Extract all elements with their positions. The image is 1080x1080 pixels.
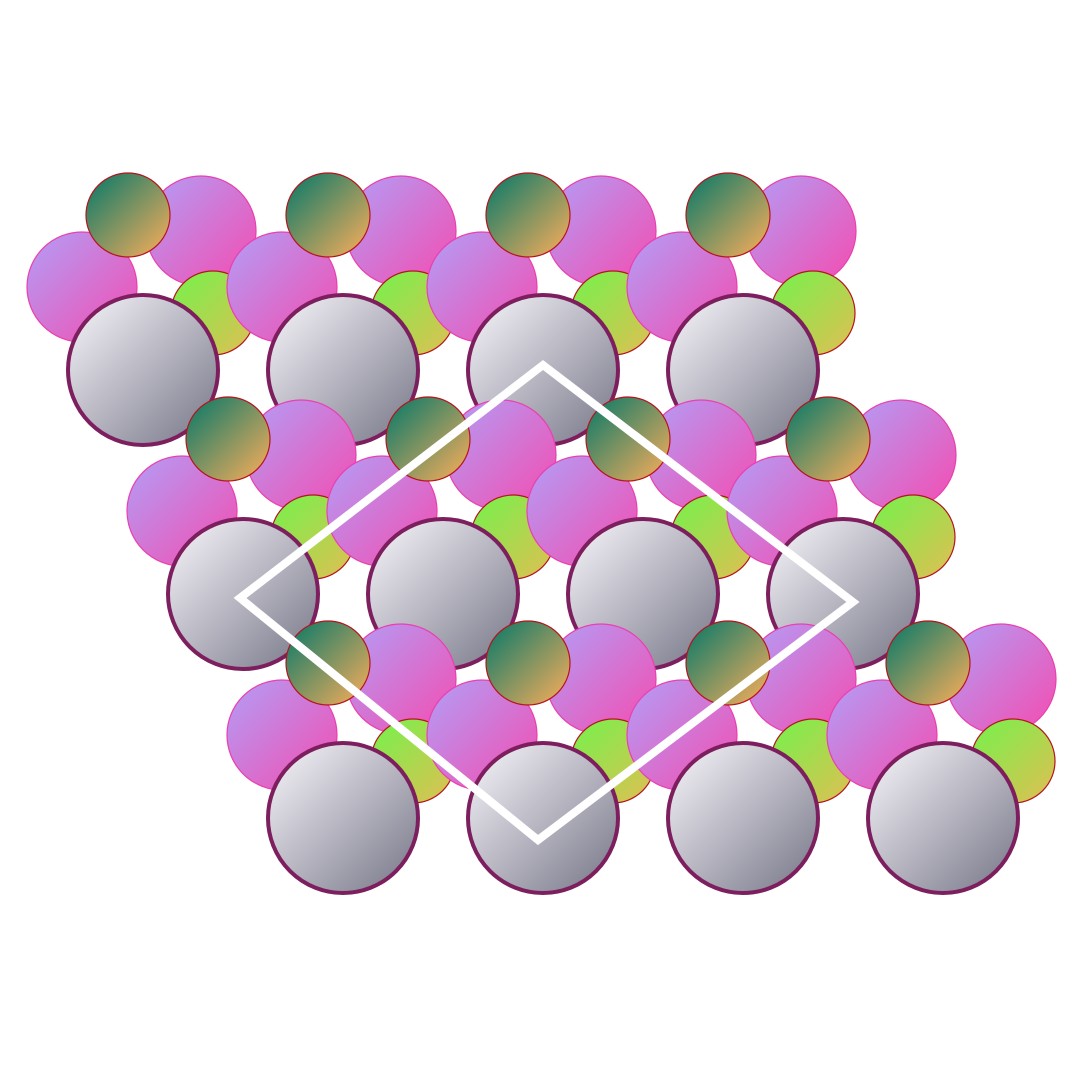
large-gray-atom <box>666 741 820 895</box>
teal-atom <box>185 396 271 482</box>
large-gray-atom <box>466 741 620 895</box>
teal-atom <box>485 172 571 258</box>
lattice-site <box>26 172 257 447</box>
teal-atom <box>385 396 471 482</box>
large-gray-atom <box>66 293 220 447</box>
lattice-site <box>626 620 857 895</box>
teal-atom <box>785 396 871 482</box>
large-gray-atom <box>266 741 420 895</box>
atom-layer <box>26 172 1057 895</box>
teal-atom <box>85 172 171 258</box>
teal-atom <box>485 620 571 706</box>
lattice-site <box>826 620 1057 895</box>
teal-atom <box>285 172 371 258</box>
large-gray-atom <box>866 741 1020 895</box>
teal-atom <box>885 620 971 706</box>
unit-cell-outline <box>233 359 860 846</box>
teal-atom <box>685 172 771 258</box>
